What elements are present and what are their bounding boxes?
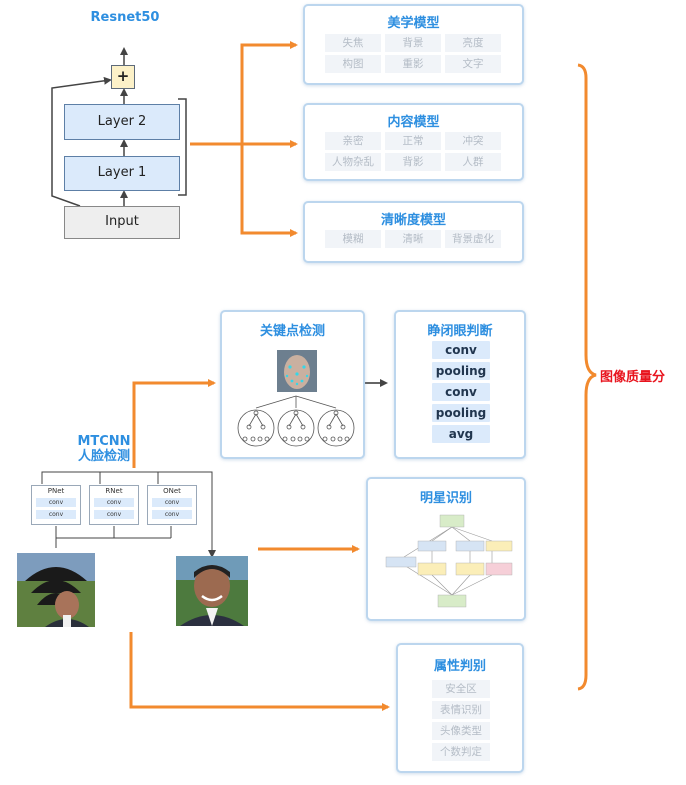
net-conv: conv xyxy=(36,510,76,519)
celebrity-recognition-panel: 明星识别 xyxy=(366,477,526,621)
rnet-box: RNet conv conv xyxy=(89,485,139,525)
tag-item: 亲密 xyxy=(325,132,381,150)
aesthetic-model-panel: 美学模型 失焦 背景 亮度 构图 重影 文字 xyxy=(303,4,524,85)
resnet-title: Resnet50 xyxy=(90,10,160,25)
cnn-layer: conv xyxy=(432,341,490,359)
tag-item: 构图 xyxy=(325,55,381,73)
tag-item: 安全区 xyxy=(432,680,490,698)
tag-item: 背影 xyxy=(385,153,441,171)
mtcnn-wiring xyxy=(41,471,216,558)
quality-brace xyxy=(577,63,597,691)
attribute-judgement-panel: 属性判别 安全区 表情识别 头像类型 个数判定 xyxy=(396,643,524,773)
net-conv: conv xyxy=(36,498,76,507)
tag-item: 背景 xyxy=(385,34,441,52)
onet-box: ONet conv conv xyxy=(147,485,197,525)
net-conv: conv xyxy=(94,510,134,519)
tag-item: 正常 xyxy=(385,132,441,150)
tag-item: 个数判定 xyxy=(432,743,490,761)
resnet-to-models-arrows xyxy=(190,41,298,237)
tag-item: 人物杂乱 xyxy=(325,153,381,171)
tag-item: 文字 xyxy=(445,55,501,73)
tag-item: 人群 xyxy=(445,153,501,171)
pnet-box: PNet conv conv xyxy=(31,485,81,525)
tag-item: 头像类型 xyxy=(432,722,490,740)
tag-item: 亮度 xyxy=(445,34,501,52)
tag-item: 背景虚化 xyxy=(445,230,501,248)
layer-2-box: Layer 2 xyxy=(64,104,180,140)
clarity-model-title: 清晰度模型 xyxy=(380,213,446,228)
celebrity-recognition-title: 明星识别 xyxy=(419,491,472,506)
quality-score-label: 图像质量分 xyxy=(600,370,666,385)
cnn-layer: pooling xyxy=(432,362,490,380)
face-pyramid-photo xyxy=(17,553,95,627)
tag-item: 重影 xyxy=(385,55,441,73)
tag-item: 模糊 xyxy=(325,230,381,248)
mtcnn-title: MTCNN 人脸检测 xyxy=(70,434,138,464)
net-conv: conv xyxy=(152,510,192,519)
face-photo xyxy=(176,556,248,626)
keypoint-detection-panel: 关键点检测 xyxy=(220,310,365,459)
cnn-layer: conv xyxy=(432,383,490,401)
mtcnn-to-keypoint-arrow xyxy=(132,379,216,468)
resnet-arrows xyxy=(51,47,187,207)
tag-item: 清晰 xyxy=(385,230,441,248)
aesthetic-model-title: 美学模型 xyxy=(387,16,440,31)
clarity-model-panel: 清晰度模型 模糊 清晰 背景虚化 xyxy=(303,201,524,263)
tag-item: 冲突 xyxy=(445,132,501,150)
residual-add-node: + xyxy=(111,65,135,89)
inception-diagram-icon xyxy=(385,514,513,608)
face-landmark-icon xyxy=(277,350,317,392)
eye-state-panel: 睁闭眼判断 conv pooling conv pooling avg xyxy=(394,310,526,459)
tree-diagram-icon xyxy=(237,395,355,447)
cnn-layer: avg xyxy=(432,425,490,443)
eye-state-title: 睁闭眼判断 xyxy=(427,324,493,339)
attribute-judgement-title: 属性判别 xyxy=(433,659,486,674)
mtcnn-title-line2: 人脸检测 xyxy=(77,449,130,464)
net-name: RNet xyxy=(105,487,123,495)
net-conv: conv xyxy=(152,498,192,507)
cnn-layer: pooling xyxy=(432,404,490,422)
tag-item: 表情识别 xyxy=(432,701,490,719)
layer-1-box: Layer 1 xyxy=(64,156,180,191)
image-to-attribute-arrow xyxy=(129,632,390,711)
mtcnn-title-line1: MTCNN xyxy=(77,434,131,449)
net-name: ONet xyxy=(163,487,181,495)
net-name: PNet xyxy=(47,487,65,495)
content-model-panel: 内容模型 亲密 正常 冲突 人物杂乱 背影 人群 xyxy=(303,103,524,181)
keypoint-detection-title: 关键点检测 xyxy=(259,324,325,339)
content-model-title: 内容模型 xyxy=(387,115,440,130)
net-conv: conv xyxy=(94,498,134,507)
tag-item: 失焦 xyxy=(325,34,381,52)
input-box: Input xyxy=(64,206,180,239)
